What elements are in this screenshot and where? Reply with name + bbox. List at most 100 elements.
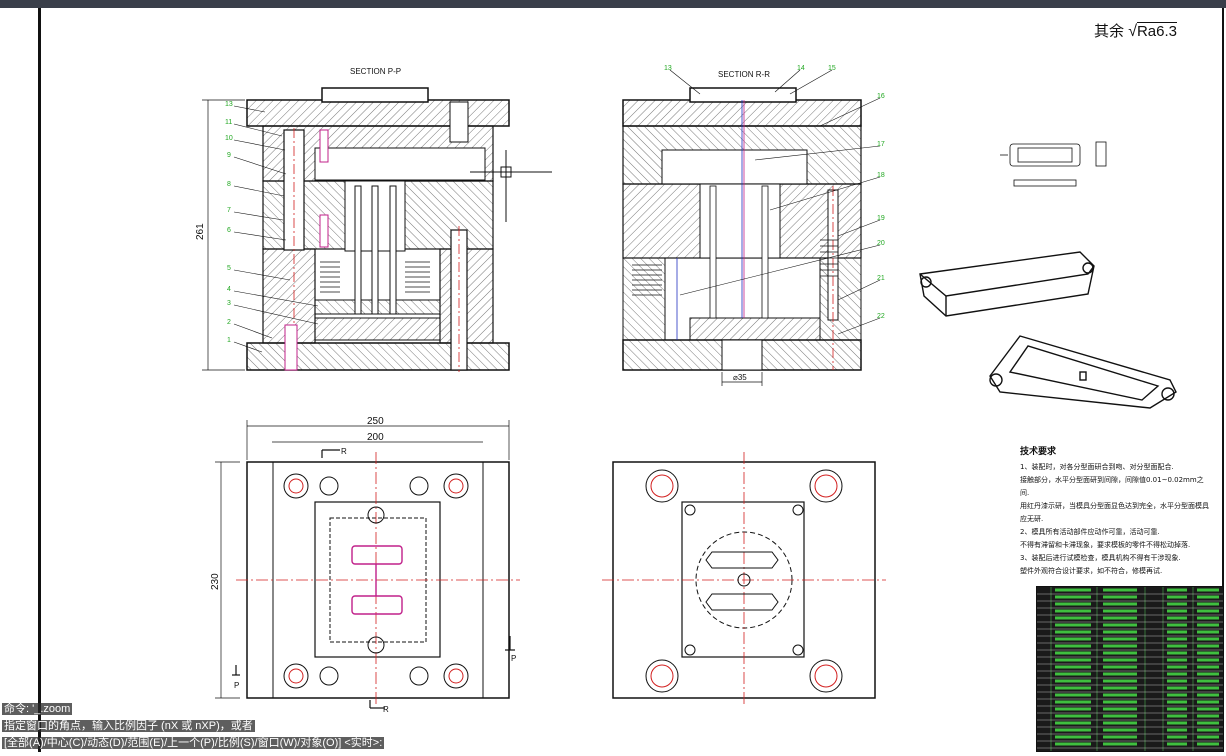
technical-requirements: 技术要求 1、装配时，对各分型面研合到吻、对分型面配合. 接触部分，水平分型面研…: [1020, 446, 1210, 578]
command-history-line: 命令: '_.zoom: [2, 703, 73, 715]
surface-roughness-note: 其余 √Ra6.3: [1094, 20, 1177, 41]
plan-section-p-right: P: [511, 654, 516, 663]
tech-line: 1、装配时，对各分型面研合到吻、对分型面配合.: [1020, 463, 1174, 471]
plan-section-p-left: P: [234, 681, 239, 690]
bom-cell-fill: [1103, 714, 1137, 718]
bom-cell-fill: [1103, 721, 1137, 725]
plan-view-moving-half: 250 200 230 R R P P: [210, 416, 520, 714]
bom-cell-fill: [1055, 602, 1091, 606]
bom-cell-fill: [1103, 742, 1137, 746]
bom-cell-fill: [1197, 637, 1219, 641]
bom-cell-fill: [1103, 728, 1137, 732]
bom-cell-fill: [1197, 595, 1219, 599]
bom-cell-fill: [1055, 686, 1091, 690]
bom-cell-fill: [1167, 728, 1187, 732]
command-prompt-line: 指定窗口的角点，输入比例因子 (nX 或 nXP)，或者: [2, 720, 255, 732]
drawing-frame-right: [1222, 8, 1224, 752]
tech-line: 2、模具所有活动部件应动作可靠，活动可靠.: [1020, 528, 1160, 536]
bom-cell-fill: [1197, 686, 1219, 690]
pp-height-dimension: 261: [195, 223, 206, 240]
drawing-frame-left: [38, 8, 41, 752]
pp-callout-4: 4: [227, 286, 231, 293]
bom-cell-fill: [1197, 742, 1219, 746]
bom-grid: [1037, 587, 1223, 751]
pp-callout-5: 5: [227, 265, 231, 272]
bom-cell-fill: [1167, 679, 1187, 683]
bill-of-materials-table: [1036, 586, 1224, 752]
bom-cell-fill: [1103, 686, 1137, 690]
rr-callout-18: 18: [877, 172, 885, 179]
bom-cell-fill: [1167, 609, 1187, 613]
pp-callout-7: 7: [227, 207, 231, 214]
bom-cell-fill: [1103, 602, 1137, 606]
plan-section-r-bottom: R: [383, 705, 389, 714]
bom-cell-fill: [1167, 588, 1187, 592]
pp-callout-13: 13: [225, 101, 233, 108]
section-rr-view: SECTION R-R ⌀35: [622, 65, 885, 386]
bom-cell-fill: [1055, 588, 1091, 592]
bom-cell-fill: [1055, 637, 1091, 641]
bom-cell-fill: [1197, 728, 1219, 732]
pp-callout-6: 6: [227, 227, 231, 234]
rr-callout-20: 20: [877, 240, 885, 247]
bom-cell-fill: [1167, 693, 1187, 697]
bom-cell-fill: [1055, 630, 1091, 634]
rr-callout-21: 21: [877, 275, 885, 282]
bom-cell-fill: [1197, 588, 1219, 592]
command-options-line[interactable]: [全部(A)/中心(C)/动态(D)/范围(E)/上一个(P)/比例(S)/窗口…: [2, 737, 385, 749]
plan-height-dimension: 230: [210, 573, 221, 590]
roughness-symbol: √: [1128, 23, 1137, 40]
bom-cell-fill: [1167, 623, 1187, 627]
pp-callout-11: 11: [225, 119, 232, 126]
bom-cell-fill: [1055, 693, 1091, 697]
roughness-value: Ra6.3: [1136, 22, 1177, 40]
bom-cell-fill: [1167, 742, 1187, 746]
rr-callout-13: 13: [664, 65, 672, 72]
bom-cell-fill: [1103, 700, 1137, 704]
bom-cell-fill: [1167, 735, 1187, 739]
bom-cell-fill: [1055, 679, 1091, 683]
pp-callout-10: 10: [225, 135, 233, 142]
bom-cell-fill: [1167, 686, 1187, 690]
bom-cell-fill: [1055, 707, 1091, 711]
bom-cell-fill: [1167, 602, 1187, 606]
plan-view-fixed-half: [602, 452, 886, 706]
bom-cell-fill: [1197, 735, 1219, 739]
bom-cell-fill: [1197, 672, 1219, 676]
bom-cell-fill: [1103, 588, 1137, 592]
bom-cell-fill: [1103, 651, 1137, 655]
pp-callout-9: 9: [227, 152, 231, 159]
bom-cell-fill: [1167, 665, 1187, 669]
bom-cell-fill: [1103, 672, 1137, 676]
bom-cell-fill: [1055, 658, 1091, 662]
bom-cell-fill: [1103, 707, 1137, 711]
bom-cell-fill: [1167, 672, 1187, 676]
bom-cell-fill: [1167, 700, 1187, 704]
bom-cell-fill: [1103, 658, 1137, 662]
plan-section-r-top: R: [341, 447, 347, 456]
pp-callout-3: 3: [227, 300, 231, 307]
bom-cell-fill: [1197, 714, 1219, 718]
section-pp-title: SECTION P-P: [350, 67, 401, 76]
bom-cell-fill: [1197, 700, 1219, 704]
bom-cell-fill: [1055, 672, 1091, 676]
section-pp-view: SECTION P-P: [195, 67, 552, 372]
bom-cell-fill: [1103, 665, 1137, 669]
bom-cell-fill: [1167, 616, 1187, 620]
rr-callout-14: 14: [797, 65, 805, 72]
bom-cell-fill: [1197, 679, 1219, 683]
bom-cell-fill: [1103, 595, 1137, 599]
bom-cell-fill: [1055, 644, 1091, 648]
bom-cell-fill: [1055, 595, 1091, 599]
pp-callout-2: 2: [227, 319, 231, 326]
tech-line: 塑件外观符合设计要求，如不符合，修模再试.: [1020, 567, 1163, 575]
bom-cell-fill: [1055, 721, 1091, 725]
command-line[interactable]: 命令: '_.zoom 指定窗口的角点，输入比例因子 (nX 或 nXP)，或者…: [0, 700, 560, 752]
bom-cell-fill: [1197, 602, 1219, 606]
rr-callout-19: 19: [877, 215, 885, 222]
part-isometric-bottom: [989, 335, 1177, 409]
bom-cell-fill: [1197, 721, 1219, 725]
bom-cell-fill: [1197, 707, 1219, 711]
part-small-views: [1000, 141, 1107, 187]
